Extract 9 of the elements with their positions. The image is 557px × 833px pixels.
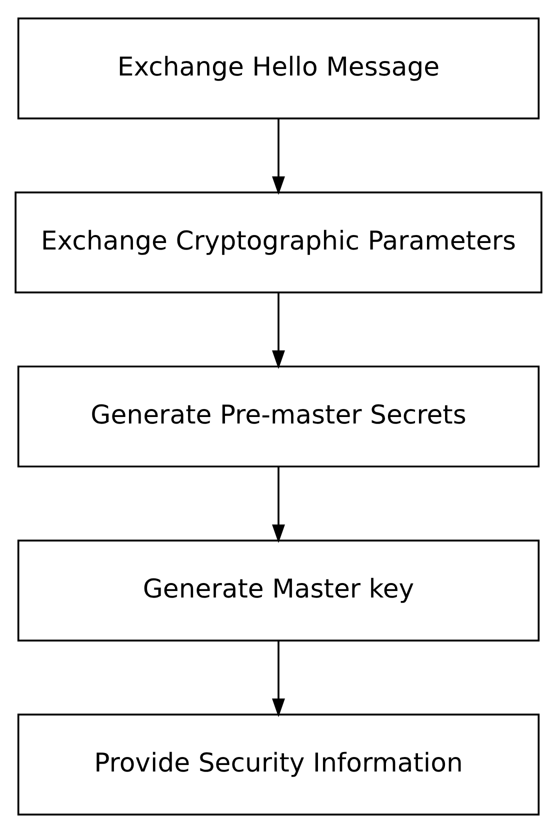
node-box: Provide Security Information: [17, 714, 540, 816]
node-box: Exchange Cryptographic Parameters: [14, 192, 542, 294]
node-box: Exchange Hello Message: [17, 17, 540, 120]
arrow: [272, 640, 285, 718]
node-box: Generate Pre-master Secrets: [17, 366, 540, 468]
arrow: [272, 292, 285, 369]
node-box: Generate Master key: [17, 540, 540, 642]
arrow: [272, 466, 285, 544]
arrow: [272, 118, 285, 195]
